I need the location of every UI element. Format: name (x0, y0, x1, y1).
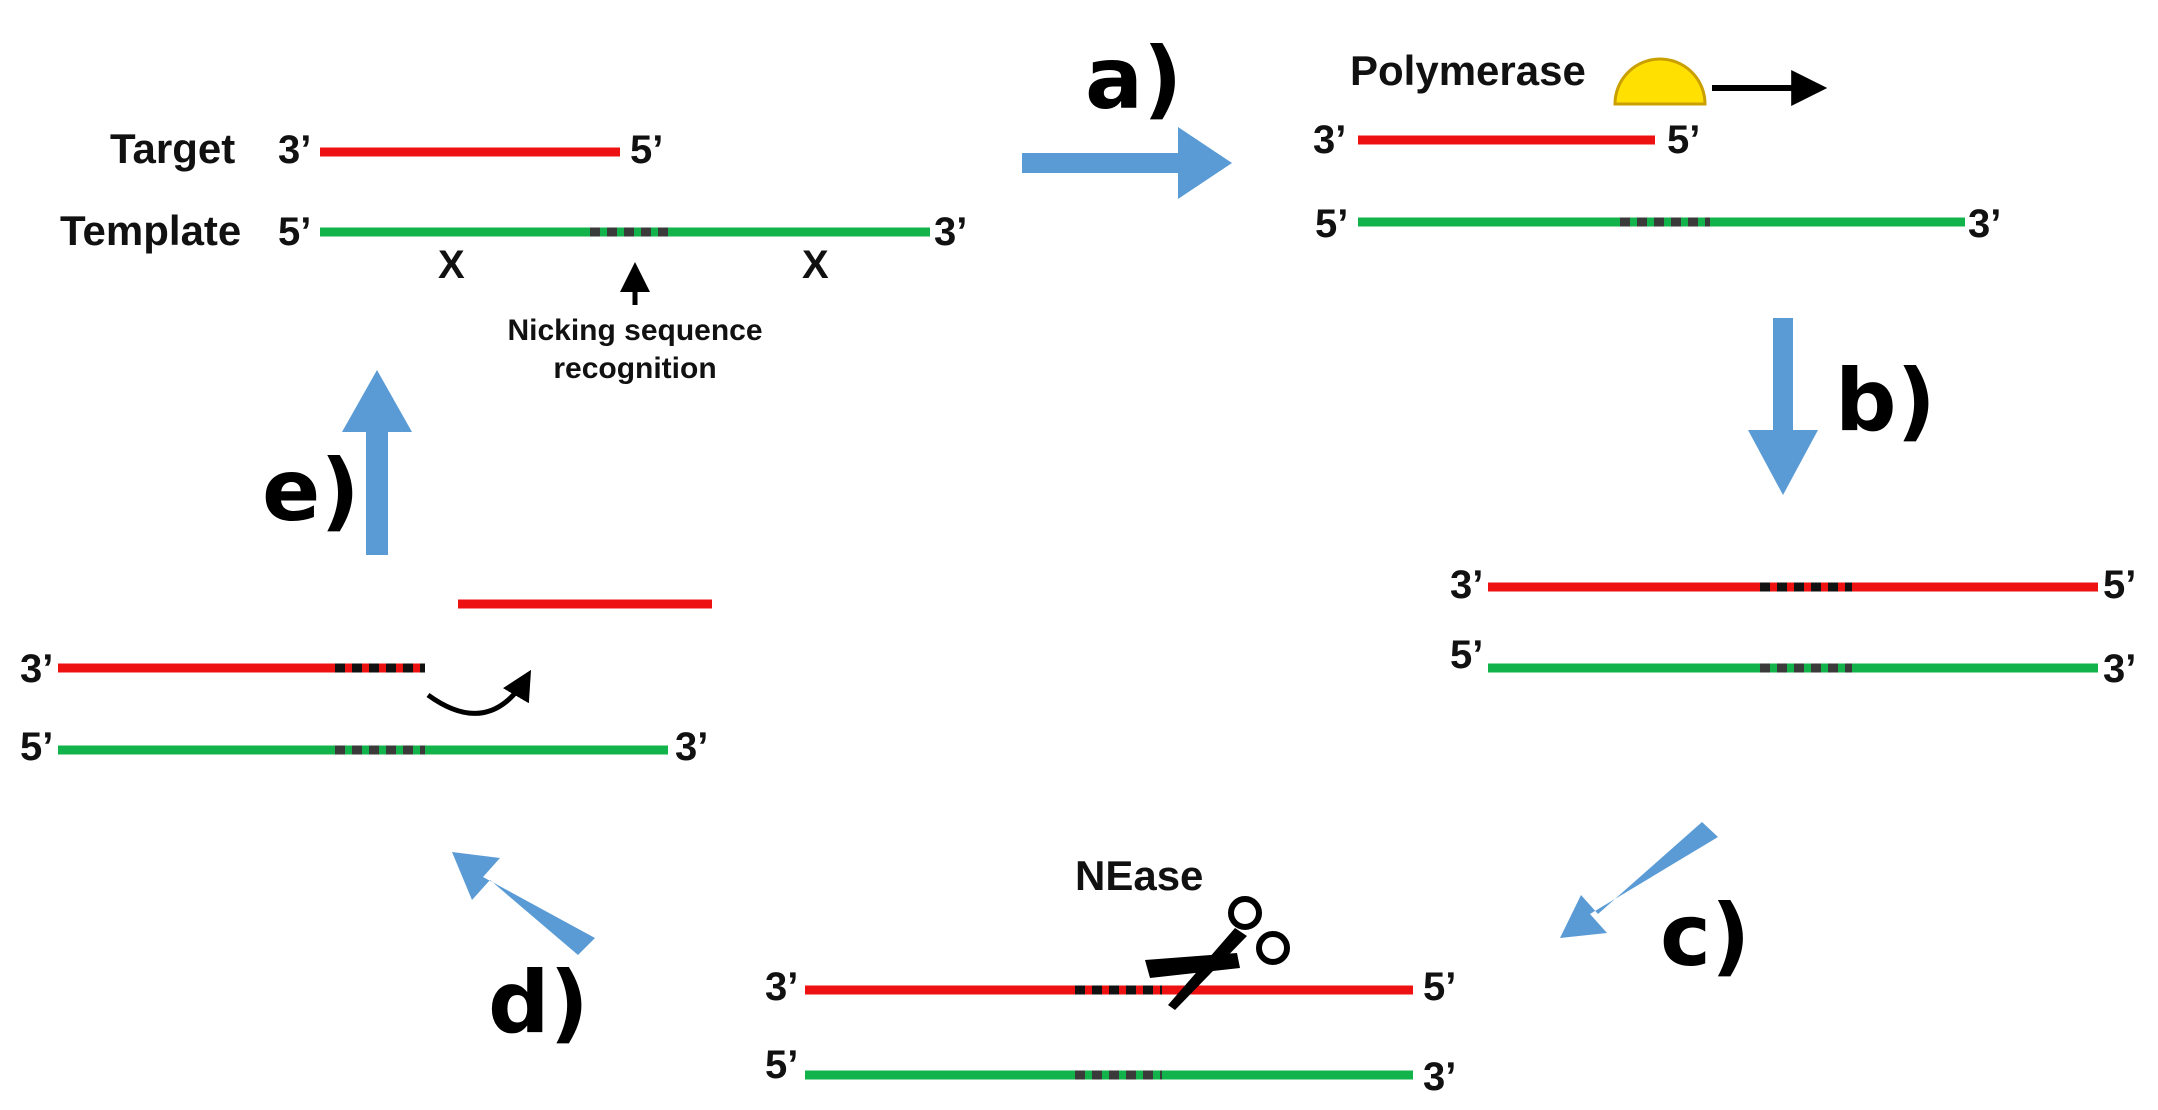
mismatch-left-label: X (438, 243, 465, 287)
panel-nease: NEase 3’ 5’ 5’ 3’ (765, 852, 1456, 1099)
p5-bottom-5prime-label: 5’ (20, 725, 53, 769)
p2-bottom-5prime-label: 5’ (1315, 202, 1348, 246)
p5-top-3prime-label: 3’ (20, 647, 53, 691)
p3-bottom-5prime-label: 5’ (1450, 633, 1483, 677)
step-c-label: c) (1660, 886, 1750, 986)
p4-bottom-3prime-label: 3’ (1423, 1055, 1456, 1099)
p2-bottom-3prime-label: 3’ (1968, 202, 2001, 246)
mismatch-right-label: X (802, 243, 829, 287)
p2-top-5prime-label: 5’ (1667, 118, 1700, 162)
step-d-label: d) (488, 953, 589, 1053)
step-a: a) (1022, 29, 1232, 199)
panel-target-template: Target 3’ 5’ Template 5’ 3’ X X Nicking … (60, 125, 967, 385)
p3-bottom-3prime-label: 3’ (2103, 647, 2136, 691)
step-c: c) (1560, 822, 1750, 986)
step-c-arrow (1560, 822, 1718, 938)
step-b: b) (1748, 318, 1936, 495)
panel-polymerase: Polymerase 3’ 5’ 5’ 3’ (1313, 47, 2001, 246)
p3-top-5prime-label: 5’ (2103, 563, 2136, 607)
step-a-arrow (1022, 127, 1232, 199)
template-5prime-label: 5’ (278, 210, 311, 254)
p2-top-3prime-label: 3’ (1313, 118, 1346, 162)
template-3prime-label: 3’ (934, 210, 967, 254)
p4-bottom-5prime-label: 5’ (765, 1043, 798, 1087)
panel-double-strand: 3’ 5’ 5’ 3’ (1450, 563, 2136, 691)
step-b-label: b) (1835, 351, 1936, 451)
nease-label: NEase (1075, 852, 1203, 899)
p5-bottom-3prime-label: 3’ (675, 725, 708, 769)
step-d-arrow (452, 852, 595, 955)
target-3prime-label: 3’ (278, 128, 311, 172)
template-label: Template (60, 207, 241, 254)
panel-displacement: 3’ 5’ 3’ (20, 599, 712, 769)
step-a-label: a) (1085, 29, 1182, 129)
polymerase-label: Polymerase (1350, 47, 1586, 94)
nicking-recognition-line2: recognition (553, 352, 716, 385)
target-5prime-label: 5’ (630, 128, 663, 172)
p4-top-3prime-label: 3’ (765, 965, 798, 1009)
curved-arrow-icon (426, 669, 532, 716)
step-d: d) (452, 852, 595, 1053)
step-e-label: e) (262, 441, 360, 541)
step-e-arrow (342, 370, 412, 555)
scissors-icon (1145, 896, 1290, 1010)
step-e: e) (262, 370, 412, 555)
target-label: Target (110, 125, 235, 172)
step-b-arrow (1748, 318, 1818, 495)
p4-top-5prime-label: 5’ (1423, 965, 1456, 1009)
p3-top-3prime-label: 3’ (1450, 563, 1483, 607)
nicking-recognition-line1: Nicking sequence (507, 314, 762, 347)
half-disc-icon (1613, 57, 1707, 106)
